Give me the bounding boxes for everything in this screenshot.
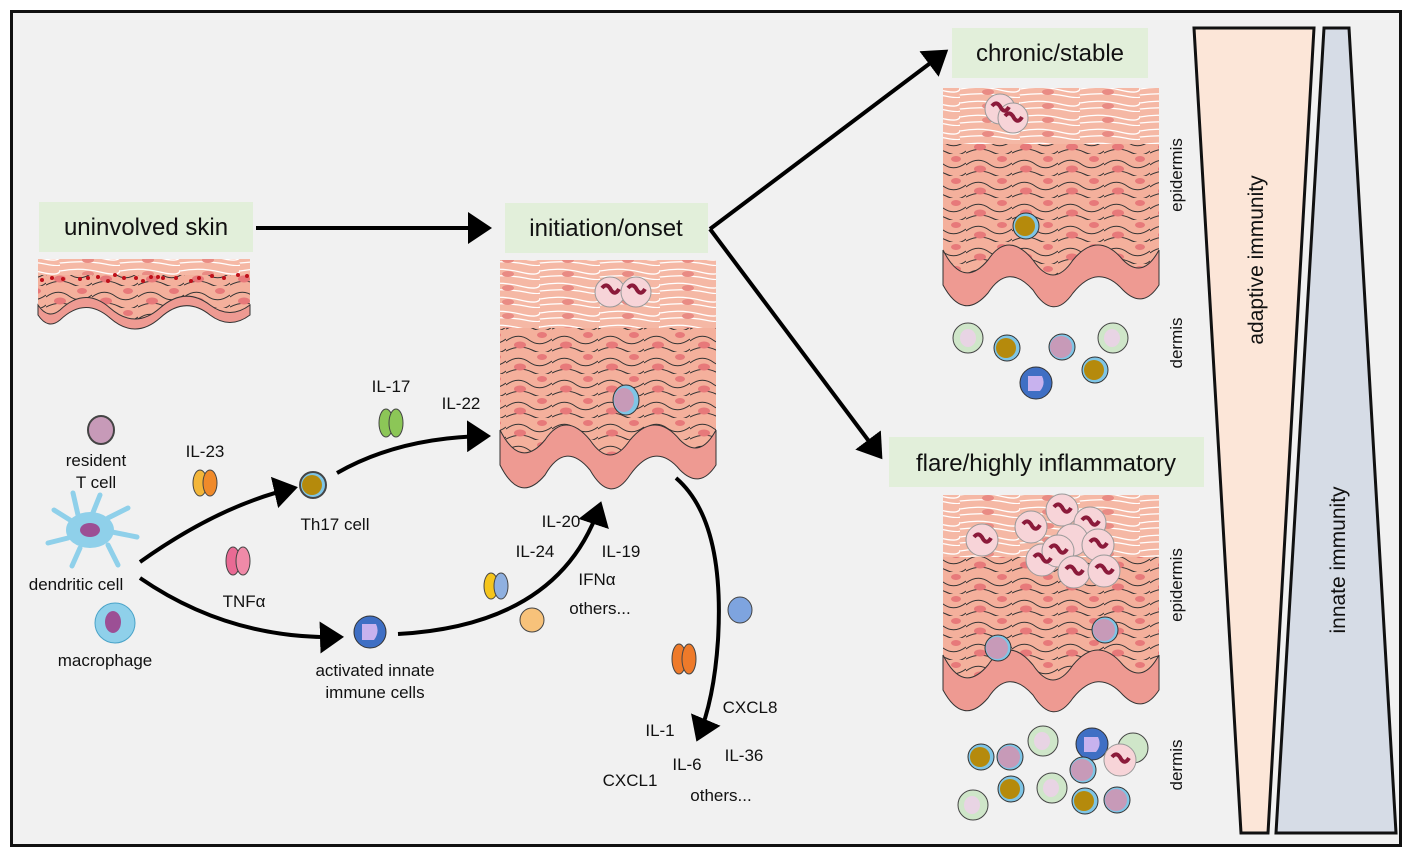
ifna-label: IFNα [578,570,615,589]
il19-label: IL-19 [602,542,641,561]
stage-uninvolved: uninvolved skin [37,202,253,330]
il1-icon [671,643,697,675]
stage-box-chronic [952,28,1148,78]
innate-immunity-label: innate immunity [1327,486,1350,634]
tnfa-label: TNFα [223,592,266,611]
adaptive-immunity-label: adaptive immunity [1245,175,1268,345]
innate-cell-label-1: activated innate [315,661,434,680]
stage-initiation: initiation/onset [499,203,717,490]
neutrophil-cluster [965,493,1121,589]
cxcl8-icon [727,596,753,624]
dermis-cells-flare [957,725,1149,821]
il6-label: IL-6 [672,755,701,774]
others-label-1: others... [569,599,630,618]
th17-cell-label: Th17 cell [301,515,370,534]
skin-initiation-illustration [499,260,717,490]
dermis-label-chronic: dermis [1167,317,1186,368]
resident-t-cell-icon [612,384,640,416]
dermis-label-flare: dermis [1167,739,1186,790]
neutrophil-icon [594,276,652,308]
il36-label: IL-36 [725,746,764,765]
stage-flare: flare/highly inflammatory [889,437,1204,821]
il17-label: IL-17 [372,377,411,396]
arrow-th17-to-skin [336,420,491,475]
skin-uninvolved-illustration [37,259,251,330]
il23-icon [192,469,218,497]
skin-chronic-illustration [942,88,1160,308]
il24-label: IL-24 [516,542,555,561]
arrow-innate-to-skin [397,501,609,636]
stage-label-flare: flare/highly inflammatory [916,450,1176,477]
arrow-skin-to-mediators [674,476,721,742]
innate-cell-label-2: immune cells [325,683,424,702]
stage-label-uninvolved: uninvolved skin [64,214,228,241]
epidermis-label-chronic: epidermis [1167,138,1186,212]
th17-cell: Th17 cell [299,471,370,534]
activated-innate-cell: activated innate immune cells [315,615,435,702]
arrow-dc-to-th17 [138,476,298,564]
tnfa-icon [225,546,251,576]
adaptive-immunity-gradient: adaptive immunity [1192,26,1316,835]
arrow-initiation-to-flare [708,227,883,460]
resident-t-cell: resident T cell [66,415,127,492]
arrow-initiation-to-chronic [708,49,949,231]
cxcl8-label: CXCL8 [723,698,778,717]
stage-chronic: chronic/stable epidermis dermis [942,28,1186,400]
il24-icon [483,572,509,600]
resident-t-cell-label-2: T cell [76,473,116,492]
skin-flare-illustration [942,493,1160,713]
others-label-2: others... [690,786,751,805]
macrophage-label: macrophage [58,651,153,670]
stage-box-flare [889,437,1204,487]
dendritic-cell: dendritic cell [29,490,140,594]
il1-label: IL-1 [645,721,674,740]
macrophage-cell: macrophage [58,602,153,670]
cxcl1-label: CXCL1 [603,771,658,790]
il17-icon [378,408,404,438]
il19-icon [519,607,545,633]
epidermis-label-flare: epidermis [1167,548,1186,622]
arrow-dc-to-innate [138,576,344,654]
il22-label: IL-22 [442,394,481,413]
stage-label-chronic: chronic/stable [976,40,1124,67]
stage-box-uninvolved [39,202,253,252]
dendritic-cell-label: dendritic cell [29,575,124,594]
stage-box-initiation [505,203,708,253]
stage-label-initiation: initiation/onset [529,215,683,242]
dermis-cells-chronic [952,322,1129,400]
il23-label: IL-23 [186,442,225,461]
innate-immunity-gradient: innate immunity [1274,26,1398,835]
il20-label: IL-20 [542,512,581,531]
resident-t-cell-label-1: resident [66,451,127,470]
